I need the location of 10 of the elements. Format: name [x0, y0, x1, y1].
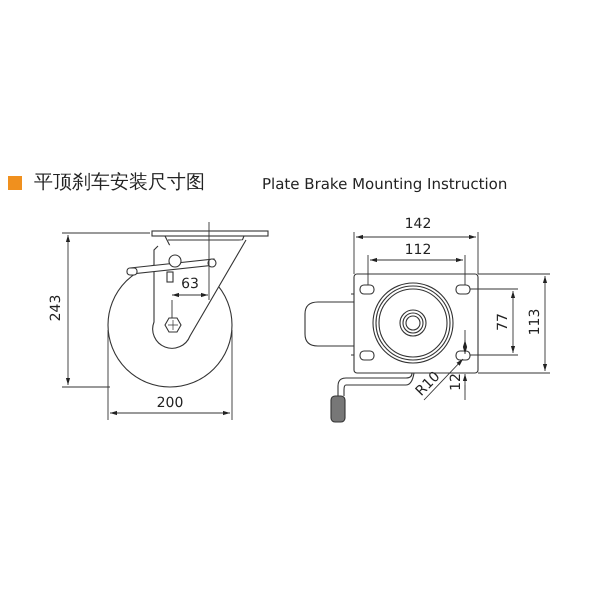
dimension-label: 63 — [181, 277, 199, 291]
dimension-label: 200 — [156, 396, 184, 410]
title: 平顶刹车安装尺寸图 — [34, 173, 205, 192]
title-english: Plate Brake Mounting Instruction — [262, 177, 508, 192]
dimension-label: 12 — [449, 373, 463, 391]
dimension-label: 112 — [404, 243, 432, 257]
dimension-label: 113 — [528, 308, 542, 336]
dimension-label: 77 — [496, 313, 510, 331]
dimension-label: 243 — [49, 294, 63, 322]
dimension-label: 142 — [404, 217, 432, 231]
